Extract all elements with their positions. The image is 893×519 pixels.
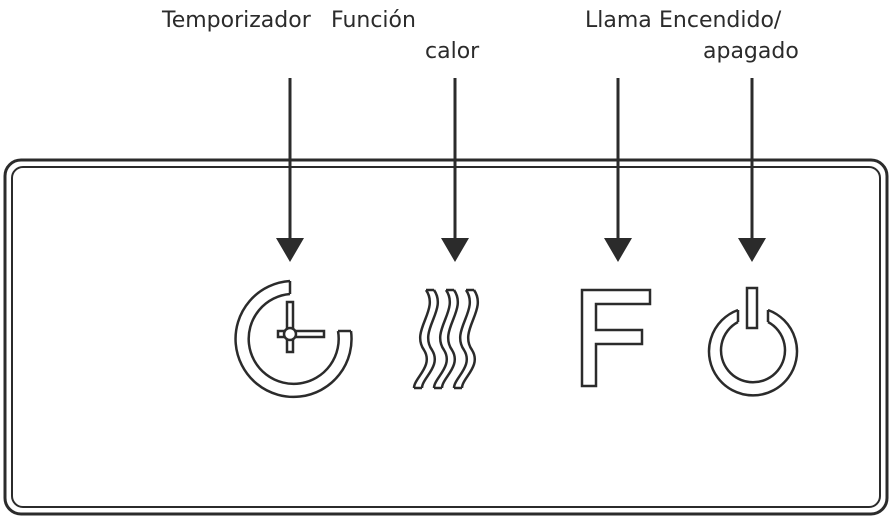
power-label-line2: apagado <box>703 39 799 64</box>
power-icon[interactable] <box>707 286 799 397</box>
heat-label: calor <box>425 39 480 64</box>
heat-arrow <box>441 78 469 262</box>
timer-arrow <box>276 78 304 262</box>
power-arrow <box>738 78 766 262</box>
flame-arrow <box>604 78 632 262</box>
control-panel <box>3 158 889 516</box>
function-label: Función <box>331 8 416 33</box>
timer-label: Temporizador <box>162 8 311 33</box>
power-label-line1: Encendido/ <box>659 8 782 33</box>
timer-clock-icon[interactable] <box>234 279 353 399</box>
flame-label: Llama <box>585 8 652 33</box>
heat-waves-icon[interactable] <box>412 288 480 390</box>
flame-f-icon[interactable] <box>580 288 652 388</box>
